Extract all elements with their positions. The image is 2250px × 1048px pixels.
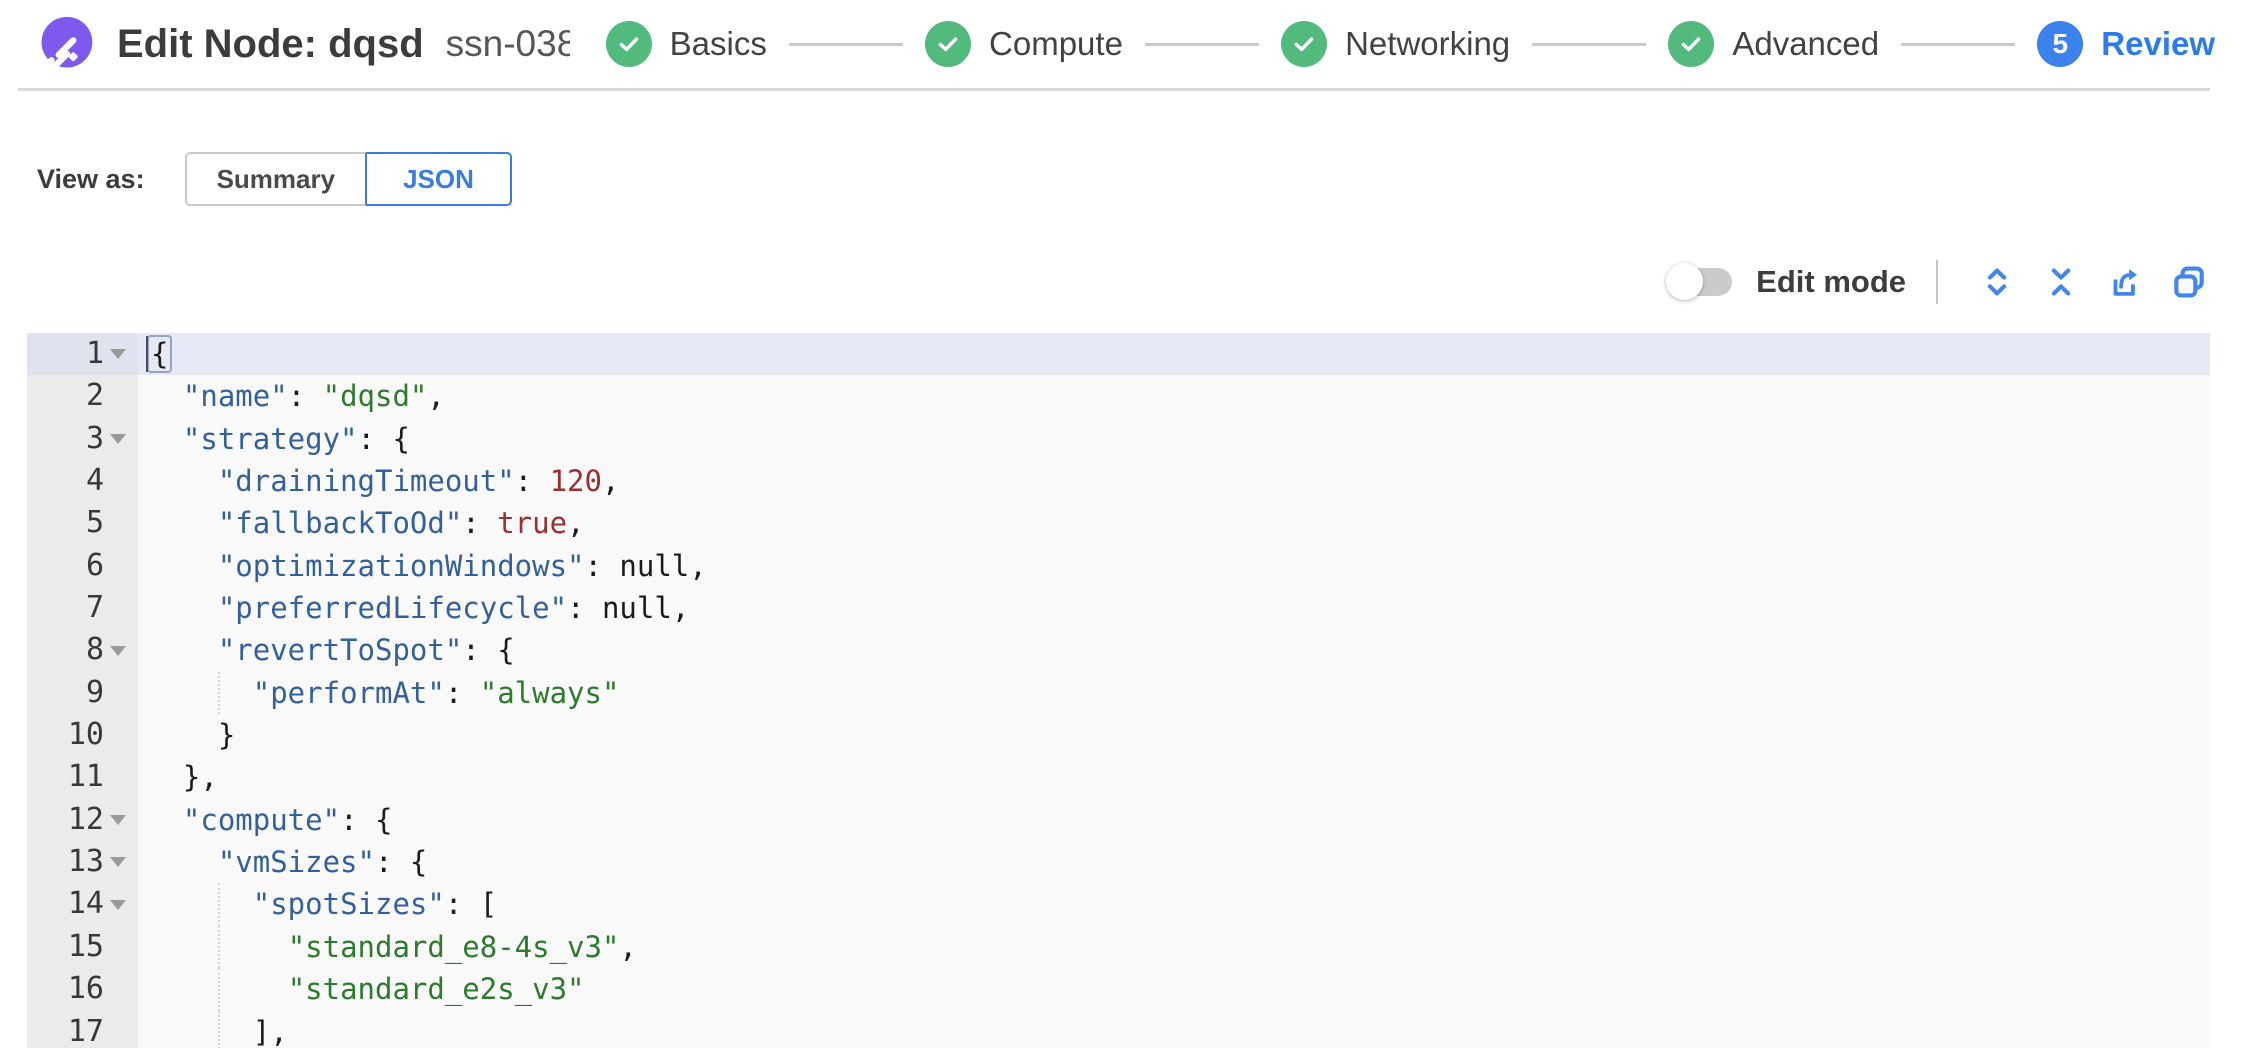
- code-line[interactable]: "optimizationWindows": null,: [217, 548, 707, 583]
- indent-guide: [217, 1010, 220, 1048]
- node-id: ssn-038: [445, 23, 570, 64]
- check-icon: [605, 21, 652, 67]
- line-number: 12: [27, 799, 138, 841]
- line-number: 17: [67, 1013, 104, 1048]
- check-icon: [1668, 21, 1715, 67]
- step-connector: [1532, 42, 1647, 46]
- line-number: 1: [27, 333, 138, 376]
- step-connector: [1144, 42, 1260, 46]
- step-number: 5: [2037, 21, 2084, 67]
- step-connector: [1901, 42, 2016, 46]
- text-cursor: [146, 336, 148, 372]
- code-line[interactable]: "name": "dqsd",: [182, 379, 445, 414]
- wizard-header: Edit Node: dqsd ssn-038 Basics Compute Net…: [0, 0, 2250, 88]
- line-number: 4: [85, 463, 104, 499]
- line-number: 3: [27, 418, 138, 460]
- step-label: Compute: [989, 25, 1123, 62]
- code-line[interactable]: "revertToSpot": {: [217, 633, 515, 668]
- step-compute[interactable]: Compute: [925, 21, 1123, 67]
- line-number: 10: [67, 717, 104, 753]
- wizard-stepper: Basics Compute Networking Advanced 5 Review: [605, 21, 2215, 67]
- code-line[interactable]: "vmSizes": {: [217, 845, 428, 880]
- code-line[interactable]: },: [148, 760, 218, 795]
- collapse-all-icon[interactable]: [2040, 261, 2082, 303]
- code-line[interactable]: "performAt": "always": [138, 671, 2210, 715]
- indent-guide: [217, 671, 220, 715]
- page-title: Edit Node: dqsd: [117, 21, 424, 66]
- view-as-summary-button[interactable]: Summary: [184, 152, 366, 206]
- line-number: 14: [27, 883, 138, 925]
- indent-guide: [217, 968, 220, 1011]
- code-line[interactable]: "compute": {: [182, 802, 393, 837]
- step-label: Review: [2101, 25, 2216, 62]
- view-as-row: View as: Summary JSON: [37, 151, 2250, 207]
- code-line[interactable]: {: [138, 333, 2210, 376]
- line-number: 8: [27, 629, 138, 671]
- line-number: 6: [85, 547, 104, 583]
- step-connector: [788, 42, 904, 46]
- code-line[interactable]: }: [148, 718, 236, 753]
- export-icon[interactable]: [2104, 261, 2146, 303]
- edit-mode-toggle[interactable]: [1666, 263, 1733, 300]
- view-as-label: View as:: [37, 163, 145, 194]
- code-line[interactable]: "standard_e8-4s_v3",: [138, 925, 2210, 969]
- line-number: 16: [67, 971, 104, 1007]
- header-divider: [18, 88, 2210, 91]
- code-line[interactable]: "fallbackToOd": true,: [217, 506, 585, 541]
- fold-arrow-icon[interactable]: [110, 899, 126, 910]
- editor-code-area[interactable]: { "name": "dqsd", "strategy": { "drainin…: [138, 333, 2210, 1048]
- fold-arrow-icon[interactable]: [110, 814, 126, 825]
- toolbar-divider: [1936, 260, 1938, 304]
- line-number: 2: [85, 378, 104, 414]
- fold-arrow-icon[interactable]: [110, 645, 126, 656]
- expand-all-icon[interactable]: [1976, 261, 2018, 303]
- fold-arrow-icon[interactable]: [110, 433, 126, 444]
- editor-toolbar: Edit mode: [0, 251, 2210, 313]
- step-networking[interactable]: Networking: [1281, 21, 1510, 67]
- edit-mode-label: Edit mode: [1756, 264, 1906, 299]
- line-number: 13: [27, 841, 138, 883]
- code-line[interactable]: "standard_e2s_v3": [138, 968, 2210, 1011]
- indent-guide: [217, 883, 220, 926]
- step-basics[interactable]: Basics: [605, 21, 767, 67]
- line-number: 11: [67, 759, 104, 795]
- spot-logo-icon: [37, 15, 95, 73]
- step-label: Advanced: [1732, 25, 1880, 62]
- step-label: Basics: [669, 25, 767, 62]
- check-icon: [1281, 21, 1328, 67]
- line-number: 15: [67, 928, 104, 964]
- code-line[interactable]: "strategy": {: [182, 421, 410, 456]
- step-advanced[interactable]: Advanced: [1668, 21, 1879, 67]
- step-label: Networking: [1345, 25, 1511, 62]
- step-review[interactable]: 5 Review: [2037, 21, 2215, 67]
- view-as-toggle-group: Summary JSON: [184, 152, 512, 206]
- indent-guide: [217, 925, 220, 969]
- view-as-json-button[interactable]: JSON: [365, 152, 512, 206]
- check-icon: [925, 21, 972, 67]
- line-number: 7: [85, 590, 104, 626]
- fold-arrow-icon[interactable]: [110, 857, 126, 868]
- fold-arrow-icon[interactable]: [110, 349, 126, 360]
- line-number: 5: [85, 505, 104, 541]
- code-line[interactable]: "preferredLifecycle": null,: [217, 591, 690, 626]
- code-line[interactable]: "drainingTimeout": 120,: [217, 464, 620, 499]
- code-line[interactable]: ],: [138, 1010, 2210, 1048]
- toggle-knob: [1666, 263, 1704, 300]
- code-line[interactable]: "spotSizes": [: [138, 883, 2210, 926]
- copy-icon[interactable]: [2168, 261, 2210, 303]
- line-number: 9: [85, 674, 104, 710]
